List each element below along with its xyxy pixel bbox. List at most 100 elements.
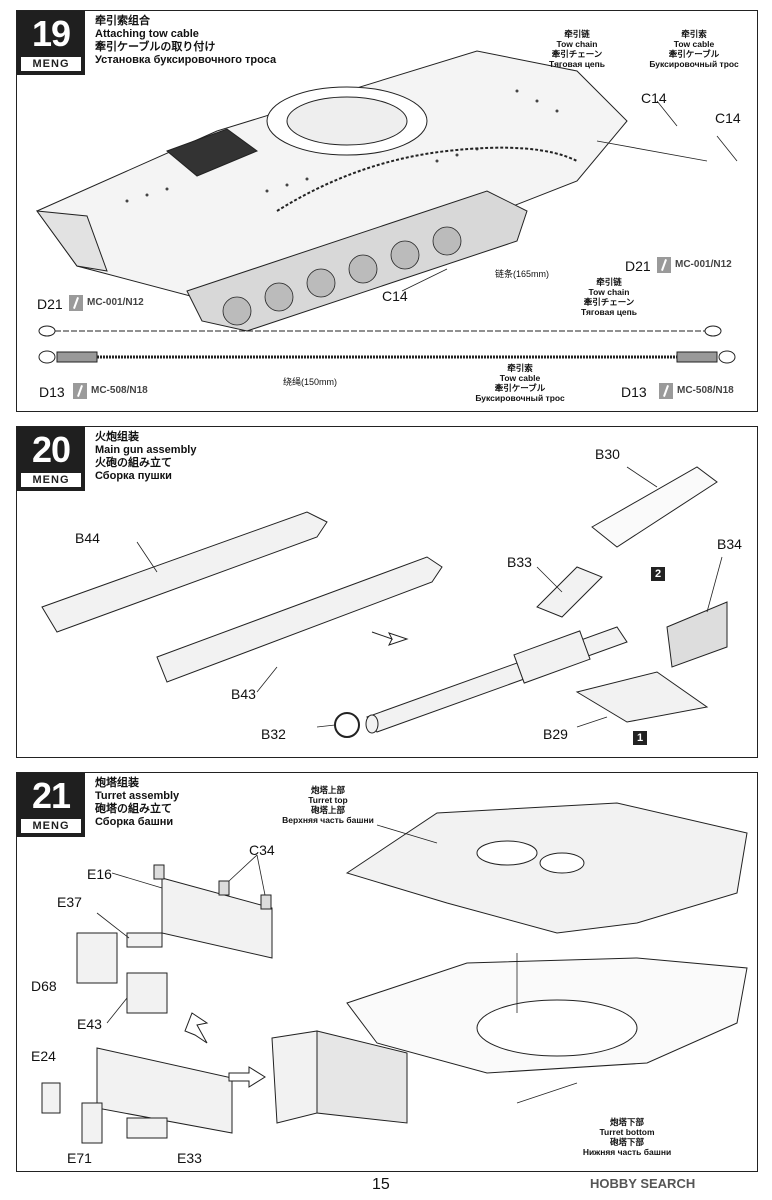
step-badge: 20 MENG — [17, 427, 85, 491]
turret-top-ja: 砲塔上部 — [310, 805, 345, 815]
part-c14-label: C14 — [641, 90, 667, 106]
tow-chain-zh: 牵引链 — [596, 277, 622, 287]
tow-cable-zh: 牵引索 — [681, 29, 707, 39]
part-b44-label: B44 — [75, 530, 100, 546]
title-ja: 牽引ケーブルの取り付け — [95, 41, 216, 53]
part-d21-label: D21 — [625, 258, 651, 274]
title-ja: 火砲の組み立て — [95, 457, 172, 469]
tank-hull-illustration — [35, 50, 738, 364]
part-b34-label: B34 — [717, 536, 742, 552]
paint-code: MC-001/N12 — [87, 297, 144, 308]
paint-callout: MC-508/N18 — [659, 383, 734, 399]
paint-swatch-icon — [69, 295, 83, 311]
watermark: HOBBY SEARCH — [590, 1176, 696, 1191]
title-zh: 炮塔组装 — [95, 777, 139, 789]
turret-bottom-label: 炮塔下部 Turret bottom 砲塔下部 Нижняя часть баш… — [572, 1117, 682, 1157]
part-b43-label: B43 — [231, 686, 256, 702]
step-title: 炮塔组装 Turret assembly 砲塔の組み立て Сборка башн… — [95, 777, 179, 829]
sub-assembly-2-marker: 2 — [651, 567, 665, 581]
part-c14-label: C14 — [382, 288, 408, 304]
paint-callout: MC-001/N12 — [657, 257, 732, 273]
part-d13-label: D13 — [39, 384, 65, 400]
part-e71-label: E71 — [67, 1150, 92, 1166]
turret-illustration — [41, 802, 748, 1144]
tow-cable-zh: 牵引索 — [507, 363, 533, 373]
paint-callout: MC-001/N12 — [69, 295, 144, 311]
chain-length: 链条(165mm) — [495, 269, 550, 279]
tow-cable-label-bottom: 牵引索 Tow cable 牽引ケーブル Буксировочный трос — [465, 363, 575, 403]
step-21-panel: 21 MENG 炮塔组装 Turret assembly 砲塔の組み立て Сбо… — [16, 772, 758, 1172]
tow-chain-label: 牵引链 Tow chain 牽引チェーン Тяговая цепь — [537, 29, 617, 69]
paint-code: MC-001/N12 — [675, 259, 732, 270]
step-19-panel: 19 MENG 牵引索组合 Attaching tow cable 牽引ケーブル… — [16, 10, 758, 412]
part-e43-label: E43 — [77, 1016, 102, 1032]
part-d21-label: D21 — [37, 296, 63, 312]
tow-chain-ja: 牽引チェーン — [551, 49, 603, 59]
turret-bottom-zh: 炮塔下部 — [609, 1117, 644, 1127]
part-b30-label: B30 — [595, 446, 620, 462]
part-e33-label: E33 — [177, 1150, 202, 1166]
part-e37-label: E37 — [57, 894, 82, 910]
tow-cable-ja: 牽引ケーブル — [494, 383, 546, 393]
sub-assembly-1-marker: 1 — [633, 731, 647, 745]
part-e16-label: E16 — [87, 866, 112, 882]
brand-logo: MENG — [21, 819, 81, 833]
tow-cable-label-top: 牵引索 Tow cable 牽引ケーブル Буксировочный трос — [639, 29, 749, 69]
part-b32-label: B32 — [261, 726, 286, 742]
title-zh: 火炮组装 — [95, 431, 139, 443]
turret-top-en: Turret top — [308, 795, 348, 805]
title-zh: 牵引索组合 — [95, 15, 150, 27]
turret-top-zh: 炮塔上部 — [310, 785, 345, 795]
title-en: Turret assembly — [95, 790, 180, 802]
step-number: 20 — [31, 429, 71, 470]
turret-bottom-ru: Нижняя часть башни — [582, 1147, 672, 1157]
part-b33-label: B33 — [507, 554, 532, 570]
title-en: Main gun assembly — [95, 444, 197, 456]
brand-logo: MENG — [21, 57, 81, 71]
step-title: 牵引索组合 Attaching tow cable 牽引ケーブルの取り付け Ус… — [95, 15, 276, 67]
tow-cable-ja: 牽引ケーブル — [668, 49, 720, 59]
paint-swatch-icon — [659, 383, 673, 399]
title-ru: Установка буксировочного троса — [95, 54, 277, 66]
cable-length: 绕绳(150mm) — [283, 377, 338, 387]
turret-bottom-ja: 砲塔下部 — [609, 1137, 644, 1147]
step-badge: 19 MENG — [17, 11, 85, 75]
title-ru: Сборка башни — [95, 816, 174, 828]
page-number: 15 — [372, 1176, 390, 1193]
paint-swatch-icon — [657, 257, 671, 273]
tow-chain-ru: Тяговая цепь — [548, 59, 606, 69]
brand-logo: MENG — [21, 473, 81, 487]
paint-swatch-icon — [73, 383, 87, 399]
step-number: 21 — [31, 775, 71, 816]
tow-chain-en: Tow chain — [556, 39, 598, 49]
turret-bottom-en: Turret bottom — [599, 1127, 655, 1137]
part-d68-label: D68 — [31, 978, 57, 994]
tow-chain-zh: 牵引链 — [564, 29, 590, 39]
part-c14-label: C14 — [715, 110, 741, 126]
part-d13-label: D13 — [621, 384, 647, 400]
tow-chain-ja: 牽引チェーン — [583, 297, 635, 307]
step-number: 19 — [31, 13, 71, 54]
part-b29-label: B29 — [543, 726, 568, 742]
turret-top-ru: Верхняя часть башни — [282, 815, 374, 825]
paint-code: MC-508/N18 — [677, 385, 734, 396]
tow-cable-en: Tow cable — [499, 373, 541, 383]
tow-cable-en: Tow cable — [673, 39, 715, 49]
paint-callout: MC-508/N18 — [73, 383, 148, 399]
turret-top-label: 炮塔上部 Turret top 砲塔上部 Верхняя часть башни — [273, 785, 383, 825]
tow-cable-ru: Буксировочный трос — [649, 59, 739, 69]
step-20-panel: 20 MENG 火炮组装 Main gun assembly 火砲の組み立て С… — [16, 426, 758, 758]
tow-chain-label-2: 牵引链 Tow chain 牽引チェーン Тяговая цепь — [569, 277, 649, 317]
title-ru: Сборка пушки — [95, 470, 172, 482]
title-ja: 砲塔の組み立て — [95, 803, 172, 815]
paint-code: MC-508/N18 — [91, 385, 148, 396]
part-e24-label: E24 — [31, 1048, 56, 1064]
step-title: 火炮组装 Main gun assembly 火砲の組み立て Сборка пу… — [95, 431, 196, 483]
tow-chain-ru: Тяговая цепь — [580, 307, 638, 317]
tow-cable-ru: Буксировочный трос — [475, 393, 565, 403]
main-gun-illustration — [41, 466, 728, 738]
title-en: Attaching tow cable — [95, 28, 199, 40]
tow-chain-en: Tow chain — [588, 287, 630, 297]
step-badge: 21 MENG — [17, 773, 85, 837]
part-c34-label: C34 — [249, 842, 275, 858]
